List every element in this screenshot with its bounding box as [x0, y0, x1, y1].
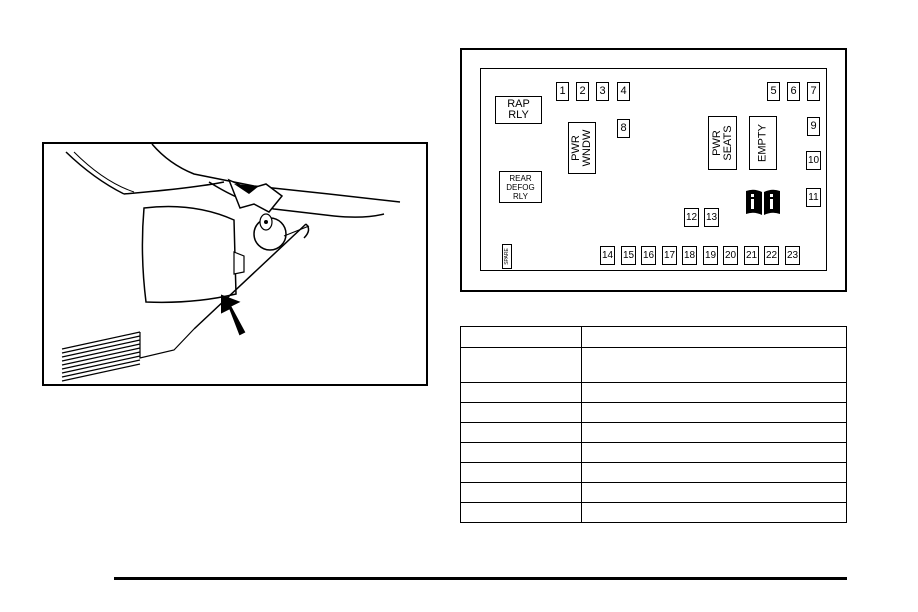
fuse-21: 21	[744, 246, 759, 265]
spare-fuse: SPARE	[502, 244, 512, 269]
fuse-block-outline: RAP RLY REAR DEFOG RLY SPARE 1 2 3 4 8 P…	[480, 68, 827, 271]
fuse-23: 23	[785, 246, 800, 265]
fuse-7: 7	[807, 82, 820, 101]
fuse-22: 22	[764, 246, 779, 265]
rear-defog-relay: REAR DEFOG RLY	[499, 171, 542, 203]
table-row	[460, 382, 847, 403]
table-row	[460, 347, 847, 383]
fuse-14: 14	[600, 246, 615, 265]
fuse-usage-table	[460, 326, 847, 523]
fuse-11: 11	[806, 188, 821, 207]
table-row	[460, 422, 847, 443]
pwr-wndw-relay: PWR WNDW	[568, 122, 596, 174]
table-row	[460, 482, 847, 503]
fuse-2: 2	[576, 82, 589, 101]
fuse-13: 13	[704, 208, 719, 227]
table-cell	[581, 482, 847, 503]
table-cell	[581, 326, 847, 348]
table-cell	[581, 502, 847, 523]
fuse-9: 9	[807, 117, 820, 136]
rap-relay: RAP RLY	[495, 96, 542, 124]
instrument-panel-drawing	[61, 144, 401, 382]
table-cell	[581, 442, 847, 463]
table-cell	[460, 442, 582, 463]
fuse-8: 8	[617, 119, 630, 138]
fuse-12: 12	[684, 208, 699, 227]
table-cell	[581, 347, 847, 383]
owners-manual-info-icon	[744, 187, 782, 217]
fuse-10: 10	[806, 151, 821, 170]
table-cell	[460, 482, 582, 503]
table-cell	[581, 462, 847, 483]
fuse-15: 15	[621, 246, 636, 265]
table-cell	[581, 422, 847, 443]
fuse-18: 18	[682, 246, 697, 265]
fuse-4: 4	[617, 82, 630, 101]
table-row	[460, 402, 847, 423]
page-bottom-rule	[114, 577, 847, 580]
empty-relay: EMPTY	[749, 116, 777, 170]
table-cell	[460, 347, 582, 383]
fuse-19: 19	[703, 246, 718, 265]
table-cell	[460, 422, 582, 443]
fuse-17: 17	[662, 246, 677, 265]
table-cell	[460, 402, 582, 423]
table-cell	[460, 462, 582, 483]
fuse-block-diagram: RAP RLY REAR DEFOG RLY SPARE 1 2 3 4 8 P…	[460, 48, 847, 292]
table-cell	[460, 326, 582, 348]
table-row	[460, 326, 847, 348]
fuse-5: 5	[767, 82, 780, 101]
table-row	[460, 502, 847, 523]
table-cell	[581, 382, 847, 403]
fuse-6: 6	[787, 82, 800, 101]
table-row	[460, 442, 847, 463]
table-cell	[460, 382, 582, 403]
fuse-20: 20	[723, 246, 738, 265]
fuse-1: 1	[556, 82, 569, 101]
hood-release-illustration	[42, 142, 428, 386]
fuse-16: 16	[641, 246, 656, 265]
pwr-seats-relay: PWR SEATS	[708, 116, 737, 170]
table-cell	[581, 402, 847, 423]
fuse-3: 3	[596, 82, 609, 101]
table-row	[460, 462, 847, 483]
table-cell	[460, 502, 582, 523]
